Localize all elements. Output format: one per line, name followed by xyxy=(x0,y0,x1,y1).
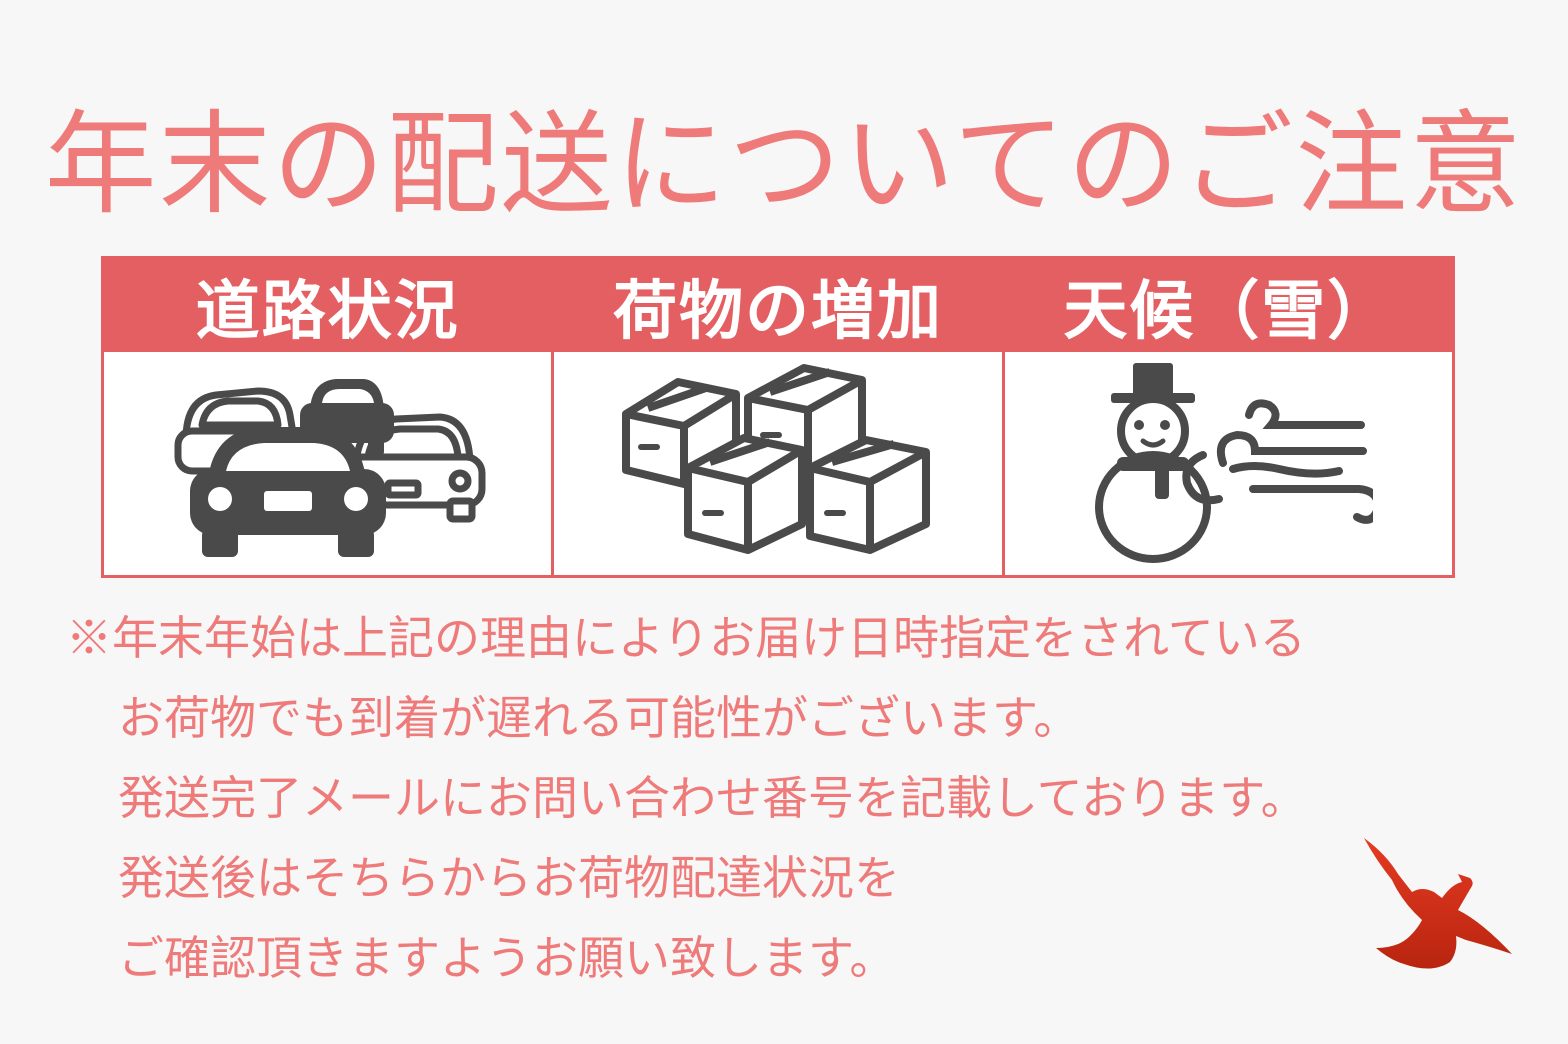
notice-line-2: お荷物でも到着が遅れる可能性がございます。 xyxy=(118,691,1080,745)
reason-parcels-label: 荷物の増加 xyxy=(554,259,1002,352)
reason-road: 道路状況 xyxy=(104,259,555,575)
reason-parcels: 荷物の増加 xyxy=(554,259,1005,575)
notice-line-4: 発送後はそちらからお荷物配達状況を xyxy=(118,851,900,905)
notice-text: ※年末年始は上記の理由によりお届け日時指定をされている お荷物でも到着が遅れる可… xyxy=(66,598,1307,998)
reason-weather: 天候（雪） xyxy=(1004,259,1452,575)
reason-parcels-cell xyxy=(554,352,1002,575)
traffic-jam-icon xyxy=(174,378,486,557)
notice-line-3: 発送完了メールにお問い合わせ番号を記載しております。 xyxy=(118,771,1307,825)
notice-line-5: ご確認頂きますようお願い致します。 xyxy=(118,931,896,985)
snowman-wind-icon xyxy=(1095,362,1374,563)
notice-line-1: ※年末年始は上記の理由によりお届け日時指定をされている xyxy=(66,611,1306,665)
reason-road-label: 道路状況 xyxy=(104,259,552,352)
page-title: 年末の配送についてのご注意 xyxy=(44,100,1524,230)
reason-weather-cell xyxy=(1004,352,1452,575)
delay-reasons-table: 道路状況 xyxy=(101,256,1455,578)
reason-weather-label: 天候（雪） xyxy=(1004,259,1452,352)
bird-logo-icon xyxy=(1364,838,1512,969)
boxes-icon xyxy=(621,363,930,554)
reason-road-cell xyxy=(104,352,552,575)
